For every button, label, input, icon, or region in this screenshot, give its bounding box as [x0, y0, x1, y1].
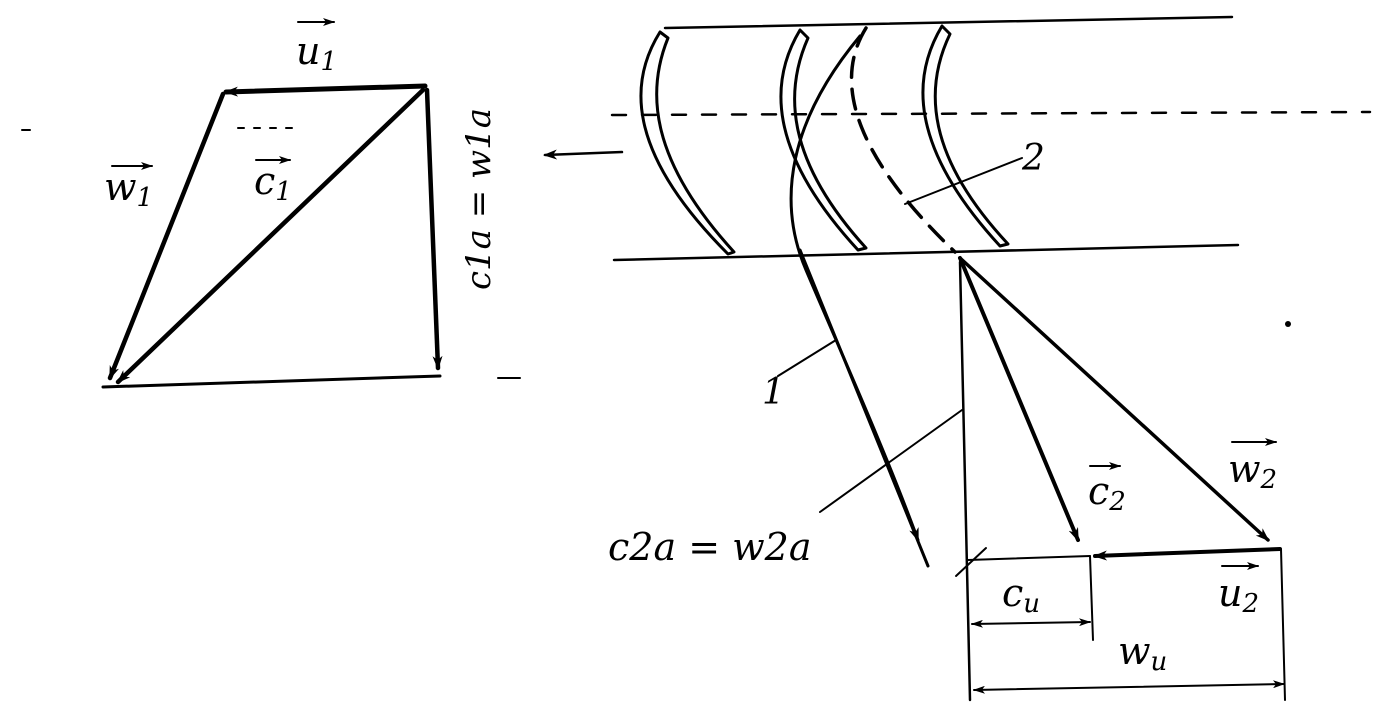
label-blade-row-1: 1 [762, 372, 785, 413]
speck [1285, 321, 1291, 327]
blade-3 [921, 24, 1010, 248]
label-c1: c1 [254, 156, 292, 207]
svg-text:u1: u1 [296, 29, 337, 77]
label-w2: w2 [1228, 438, 1277, 495]
blade-2 [779, 28, 868, 252]
label-c2a: c2a = w2a [608, 525, 811, 569]
w1-base: w [104, 165, 137, 209]
svg-text:u2: u2 [1218, 571, 1259, 619]
u1-base: u [296, 29, 320, 73]
blade-cascade [543, 15, 1372, 568]
cu-dimension [971, 618, 1091, 628]
u2-vector [1093, 547, 1282, 561]
w1-vector [107, 91, 226, 381]
c2a-axial-line [958, 260, 972, 702]
leader-1 [777, 339, 837, 377]
svg-text:c2: c2 [1088, 469, 1126, 517]
svg-text:c1: c1 [254, 159, 292, 207]
w2-sub: 2 [1260, 465, 1278, 495]
label-u1: u1 [296, 18, 337, 77]
w2-vector [958, 256, 1270, 542]
trajectory-1 [789, 34, 920, 542]
wu-base: w [1118, 629, 1151, 673]
u2-base: u [1218, 571, 1242, 615]
leader-c2a [819, 409, 963, 513]
svg-text:w1: w1 [104, 165, 153, 213]
wu-extension-line [1280, 548, 1286, 701]
c1-vector [115, 87, 426, 385]
leader-2 [904, 157, 1023, 205]
flow-direction-arrow [543, 149, 624, 160]
c2-vector [958, 256, 1080, 542]
c2-sub: 2 [1108, 487, 1126, 517]
blade-1 [639, 30, 736, 256]
label-blade-row-2: 2 [1021, 138, 1045, 179]
u1-vector [223, 83, 428, 97]
cu-extension-line [1089, 555, 1094, 641]
inlet-base-line [101, 374, 442, 389]
inlet-velocity-triangle [21, 83, 521, 389]
outlet-base-line [967, 555, 1091, 561]
label-c2: c2 [1088, 462, 1126, 517]
blade-hidden-2 [849, 26, 957, 254]
absolute-path-line [798, 248, 930, 568]
c1-base: c [254, 159, 275, 203]
cascade-midline [610, 110, 1372, 117]
svg-text:wu: wu [1118, 629, 1167, 677]
c1-sub: 1 [275, 177, 292, 207]
svg-text:w2: w2 [1228, 447, 1277, 495]
u2-sub: 2 [1241, 589, 1259, 619]
cascade-top-line [663, 15, 1234, 30]
cu-base: c [1002, 571, 1023, 615]
outlet-velocity-triangle [819, 256, 1291, 702]
w1-sub: 1 [137, 183, 154, 213]
label-c1a: c1a = w1a [459, 108, 499, 290]
label-cu: cu [1002, 571, 1040, 619]
c2-base: c [1088, 469, 1109, 513]
axial-tick [955, 547, 987, 577]
u1-sub: 1 [320, 47, 337, 77]
wu-dimension [973, 680, 1285, 694]
c1a-text: c1a = w1a [459, 108, 499, 290]
wu-sub: u [1151, 647, 1168, 677]
label-u2: u2 [1218, 562, 1259, 619]
label-w1: w1 [104, 162, 153, 213]
cascade-bottom-line [612, 243, 1240, 262]
cu-sub: u [1023, 589, 1040, 619]
svg-text:cu: cu [1002, 571, 1040, 619]
w2-base: w [1228, 447, 1261, 491]
label-wu: wu [1118, 629, 1167, 677]
c1a-vector [424, 87, 443, 371]
